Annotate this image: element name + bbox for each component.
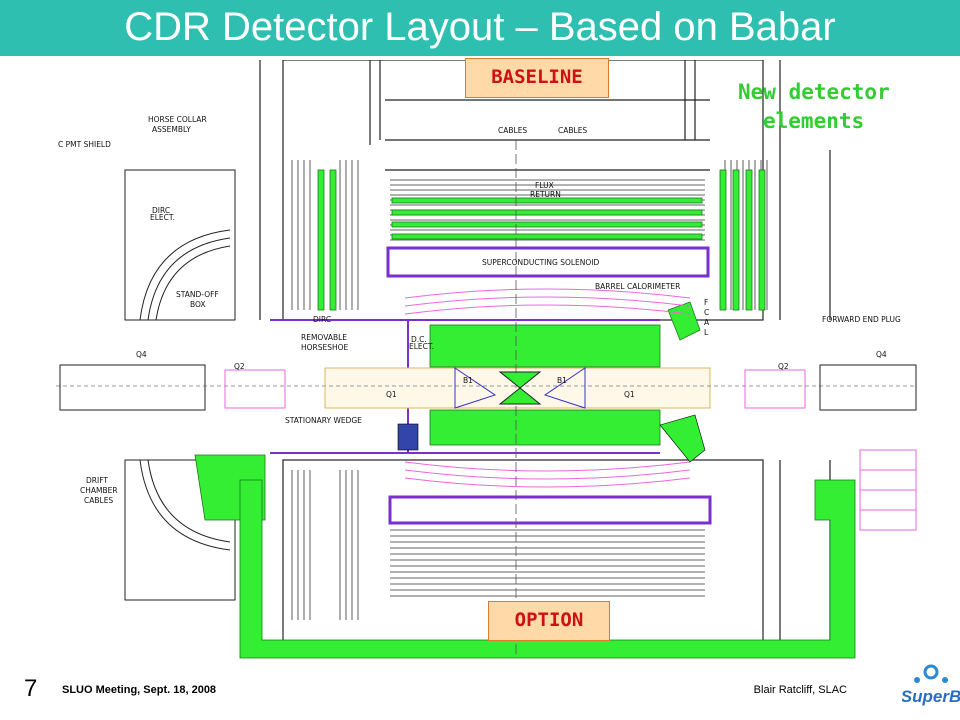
label-fcal-c: C — [704, 308, 709, 317]
logo-text: SuperB — [902, 687, 960, 706]
label-q1-left: Q1 — [386, 390, 397, 399]
right-support — [859, 449, 917, 531]
title-bar — [0, 0, 960, 56]
new-detector-elements — [194, 169, 856, 659]
label-pmt-shield: C PMT SHIELD — [58, 140, 111, 149]
label-removable-2: HORSESHOE — [301, 343, 349, 352]
diagram-labels: HORSE COLLAR ASSEMBLY C PMT SHIELD DIRC … — [58, 115, 901, 505]
label-q4-right: Q4 — [876, 350, 887, 359]
solenoid-outlines — [270, 246, 712, 525]
label-q2-left: Q2 — [234, 362, 245, 371]
label-q4-left: Q4 — [136, 350, 147, 359]
dirc-standoff-box — [124, 169, 236, 601]
label-horse-collar-2: ASSEMBLY — [152, 125, 191, 134]
label-barrel-cal: BARREL CALORIMETER — [595, 282, 680, 291]
new-elements-line2: elements — [763, 109, 865, 133]
label-q1-right: Q1 — [624, 390, 635, 399]
slide-title: CDR Detector Layout – Based on Babar — [124, 5, 836, 49]
label-drift-1: DRIFT — [86, 476, 108, 485]
label-dc-elect-1: D.C. — [411, 335, 427, 344]
label-fcal-f: F — [704, 298, 708, 307]
footer-author: Blair Ratcliff, SLAC — [753, 684, 847, 696]
label-solenoid: SUPERCONDUCTING SOLENOID — [482, 258, 600, 267]
label-q2-right: Q2 — [778, 362, 789, 371]
detector-diagram: HORSE COLLAR ASSEMBLY C PMT SHIELD DIRC … — [56, 60, 917, 660]
label-dc-elect-2: ELECT. — [409, 342, 434, 351]
page-number: 7 — [24, 675, 38, 702]
label-standoff-2: BOX — [190, 300, 206, 309]
footer-meeting: SLUO Meeting, Sept. 18, 2008 — [62, 684, 217, 696]
baseline-label: BASELINE — [465, 58, 609, 98]
lower-flux-layers — [390, 529, 705, 597]
label-fcal-l: L — [704, 328, 709, 337]
label-dirc-elect-1: DIRC — [152, 206, 170, 215]
option-label: OPTION — [488, 601, 610, 641]
label-cables-1: CABLES — [498, 126, 527, 135]
forward-pid-block — [397, 414, 706, 463]
endcap-iron-lower — [291, 470, 359, 620]
barrel-calorimeter — [404, 288, 691, 488]
label-horse-collar-1: HORSE COLLAR — [148, 115, 207, 124]
label-standoff-1: STAND-OFF — [176, 290, 219, 299]
label-removable-1: REMOVABLE — [301, 333, 347, 342]
new-elements-line1: New detector — [738, 80, 890, 104]
label-dirc-elect-2: ELECT. — [150, 213, 175, 222]
label-fcal-a: A — [704, 318, 710, 327]
label-forward-end-plug: FORWARD END PLUG — [822, 315, 901, 324]
label-drift-3: CABLES — [84, 496, 113, 505]
label-flux-2: RETURN — [530, 190, 561, 199]
label-stationary-wedge: STATIONARY WEDGE — [285, 416, 362, 425]
label-dirc: DIRC — [313, 315, 331, 324]
label-b1-left: B1 — [463, 376, 473, 385]
label-b1-right: B1 — [557, 376, 567, 385]
superb-logo: SuperB — [902, 664, 960, 706]
label-drift-2: CHAMBER — [80, 486, 118, 495]
label-cables-2: CABLES — [558, 126, 587, 135]
beamline — [56, 140, 917, 655]
label-flux-1: FLUX — [535, 181, 554, 190]
